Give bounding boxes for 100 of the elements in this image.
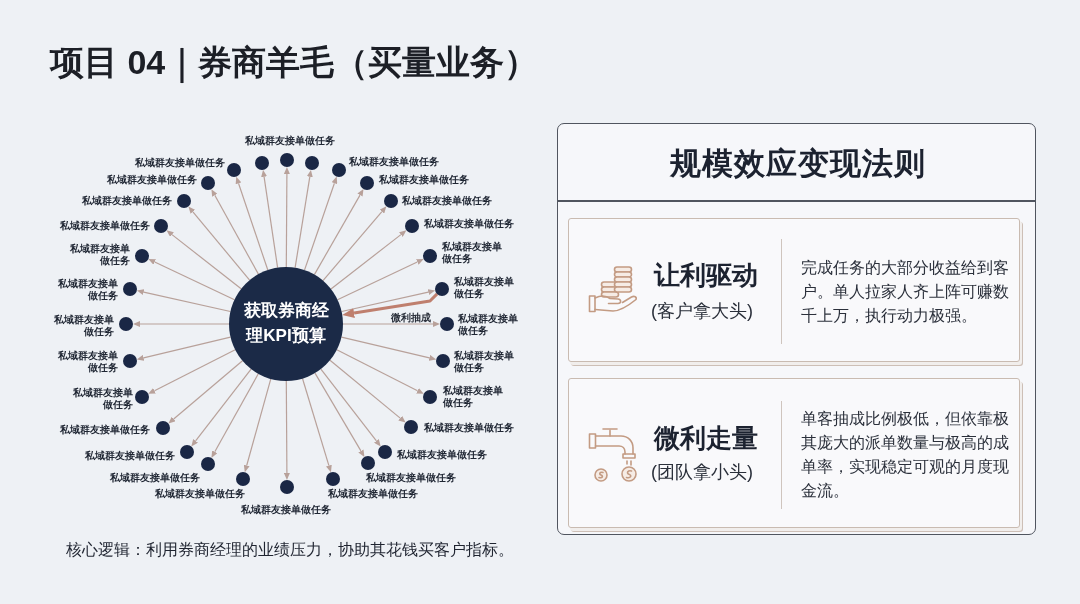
arrow — [134, 321, 230, 327]
dot — [280, 480, 294, 494]
arrow — [149, 259, 236, 301]
dot — [201, 176, 215, 190]
arrow — [211, 373, 259, 458]
dot — [436, 354, 450, 368]
dot — [404, 420, 418, 434]
dot — [123, 282, 137, 296]
arrow — [283, 168, 290, 268]
dot — [135, 249, 149, 263]
arrow — [341, 289, 435, 313]
arrow — [191, 368, 252, 446]
arrow — [336, 349, 423, 394]
dot — [180, 445, 194, 459]
dot-label: 私域群友接单做任务 — [241, 504, 331, 516]
dot — [177, 194, 191, 208]
arrow — [189, 207, 251, 281]
card-text: 完成任务的大部分收益给到客户。单人拉家人齐上阵可赚数千上万，执行动力极强。 — [801, 258, 1010, 326]
dot-label: 私域群友接单做任务 — [424, 422, 514, 434]
arrow — [342, 321, 439, 327]
dot-label: 私域群友接单做任务 — [379, 174, 469, 186]
card-heading: 微利走量 — [654, 422, 758, 454]
dot — [435, 282, 449, 296]
card-text: 单客抽成比例极低，但依靠极其庞大的派单数量与极高的成单率，实现稳定可观的月度现金流。 — [801, 409, 1010, 501]
dot-label: 私域群友接单做任务 — [443, 385, 504, 409]
arrow — [340, 336, 436, 361]
arrow — [169, 360, 244, 423]
arrow — [314, 372, 364, 457]
dot — [227, 163, 241, 177]
card-subtitle: (客户拿大头) — [651, 300, 753, 322]
panel-heading: 规模效应变现法则 — [670, 145, 926, 183]
dot-label: 私域群友接单做任务 — [85, 450, 175, 462]
dot-label: 私域群友接单做任务 — [349, 156, 439, 168]
dot — [280, 153, 294, 167]
dot-label: 私域群友接单做任务 — [402, 195, 492, 207]
dot-label: 私域群友接单做任务 — [82, 195, 172, 207]
card-heading: 让利驱动 — [654, 259, 758, 291]
dot — [440, 317, 454, 331]
dot — [255, 156, 269, 170]
dot-label: 私域群友接单做任务 — [245, 135, 335, 147]
dot — [201, 457, 215, 471]
dot-label: 私域群友接单做任务 — [110, 472, 200, 484]
dot — [332, 163, 346, 177]
dot-label: 私域群友接单做任务 — [155, 488, 245, 500]
arrow — [336, 259, 423, 301]
arrow — [137, 289, 231, 313]
arrow — [283, 380, 290, 479]
arrow — [211, 190, 259, 275]
dot-label: 私域群友接单做任务 — [107, 174, 197, 186]
arrow — [303, 177, 338, 271]
note-text: 核心逻辑：利用券商经理的业绩压力，协助其花钱买客户指标。 — [66, 540, 514, 560]
dot — [360, 176, 374, 190]
dot-label: 私域群友接单做任务 — [57, 278, 118, 302]
arrow — [167, 230, 242, 290]
dot-label: 私域群友接单做任务 — [60, 424, 150, 436]
dot-label: 私域群友接单做任务 — [366, 472, 456, 484]
dot-label: 私域群友接单做任务 — [458, 313, 519, 337]
arrow — [329, 359, 405, 422]
dot — [154, 219, 168, 233]
arrow — [320, 368, 381, 446]
arrow — [243, 378, 272, 472]
dot — [423, 390, 437, 404]
panel — [557, 123, 1036, 535]
arrow — [294, 170, 313, 269]
arrow — [149, 349, 236, 394]
dot-label: 私域群友接单做任务 — [60, 220, 150, 232]
dot — [361, 456, 375, 470]
card-subtitle: (团队拿小头) — [651, 461, 753, 483]
hub-circle: 获取券商经理KPI预算 — [229, 267, 343, 381]
arrow — [344, 292, 439, 319]
dot-label: 私域群友接单做任务 — [57, 350, 118, 374]
dot — [236, 472, 250, 486]
dot-label: 私域群友接单做任务 — [454, 350, 515, 374]
title: 项目 04｜券商羊毛（买量业务） — [50, 42, 539, 83]
dot-label: 私域群友接单做任务 — [397, 449, 487, 461]
arrow — [322, 207, 386, 282]
arrow — [261, 170, 279, 269]
dot-label: 私域群友接单做任务 — [442, 241, 503, 265]
arrow — [330, 230, 406, 290]
edge-label: 微利抽成 — [389, 311, 433, 323]
dot — [156, 421, 170, 435]
dot-label: 私域群友接单做任务 — [69, 243, 130, 267]
dot — [135, 390, 149, 404]
dot-label: 私域群友接单做任务 — [53, 314, 114, 338]
dot-label: 私域群友接单做任务 — [72, 387, 133, 411]
dot — [378, 445, 392, 459]
arrow — [313, 189, 363, 276]
arrow — [301, 377, 332, 472]
dot — [405, 219, 419, 233]
dot-label: 私域群友接单做任务 — [454, 276, 515, 300]
dot — [326, 472, 340, 486]
dot-label: 私域群友接单做任务 — [135, 157, 225, 169]
dot — [305, 156, 319, 170]
dot-label: 私域群友接单做任务 — [328, 488, 418, 500]
dot — [384, 194, 398, 208]
dot-label: 私域群友接单做任务 — [424, 218, 514, 230]
arrow — [137, 336, 232, 361]
arrow — [235, 177, 269, 271]
dot — [423, 249, 437, 263]
dot — [119, 317, 133, 331]
